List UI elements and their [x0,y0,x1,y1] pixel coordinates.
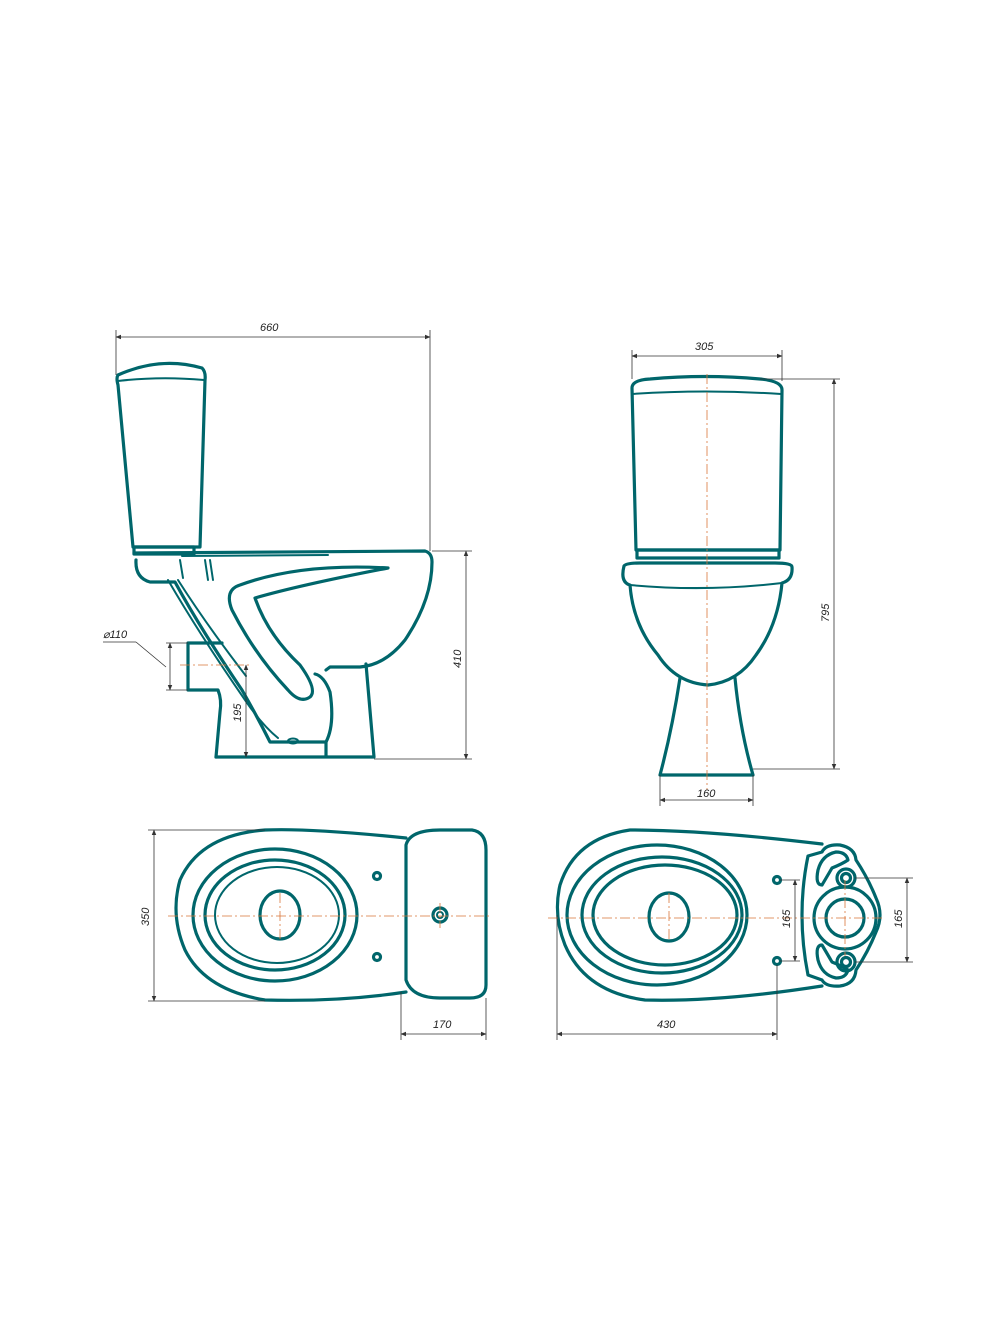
top-tank [404,828,488,1000]
top-view: 350 170 [140,828,492,1040]
bottom-mount-bolt-lower-inner [839,955,853,969]
side-seat-line [181,554,329,557]
top-bowl-rim [191,847,359,983]
dim-bottom-tank-mount-spacing: 165 [893,909,905,928]
bottom-view: 430 165 165 [548,828,913,1040]
front-tank-lid-line [631,390,782,395]
front-tank-base [635,548,781,560]
dim-front-tank-width: 305 [695,341,714,353]
side-bowl-rim [132,549,434,672]
front-rim-line [629,582,783,590]
side-trap-inner [167,579,279,739]
side-view: 660 410 ⌀110 195 [103,322,472,760]
side-outlet [186,641,224,759]
top-outer-outline [174,828,408,1002]
bottom-mount-bolt-upper-outer [835,867,857,889]
dim-outlet-diameter: ⌀110 [103,629,128,641]
dim-top-depth: 350 [140,907,152,926]
dim-bottom-length: 430 [657,1019,676,1031]
front-tank [630,374,784,552]
dim-front-base-width: 160 [697,788,716,800]
side-bowl-inner [227,565,390,701]
dim-side-width: 660 [260,322,279,334]
front-bowl [621,561,794,687]
bottom-mount-slot-upper [815,850,850,887]
bottom-bowl-ring [580,855,744,975]
bottom-mount-bolt-upper-inner [839,871,853,885]
bottom-tank-mount [800,843,882,988]
bottom-bolt-hole-lower [771,955,783,967]
side-trap-channel [134,558,334,744]
dim-top-tank-depth: 170 [433,1019,452,1031]
side-tank-lid-line [117,377,205,382]
top-bowl-inner-1 [203,858,347,972]
dim-side-height: 410 [452,649,464,668]
bottom-outer-outline [555,828,824,1002]
side-pedestal [214,662,376,759]
bottom-bolt-hole-upper [771,874,783,886]
bottom-mount-slot-lower [815,943,850,980]
dim-front-total-height: 795 [820,603,832,622]
bottom-bowl-outer [565,843,749,987]
top-seat-hole-upper [371,870,383,882]
top-seat-hole-lower [371,951,383,963]
dim-bottom-bolt-spacing: 165 [781,909,793,928]
side-drain-hole [287,737,299,745]
dim-outlet-height: 195 [232,703,244,722]
top-bowl-inner-2 [214,866,340,964]
side-tank [115,361,207,549]
bottom-bowl-inner [591,863,739,967]
front-view: 305 795 160 [621,341,840,806]
front-pedestal [658,676,755,777]
side-flush-holes [179,559,214,581]
